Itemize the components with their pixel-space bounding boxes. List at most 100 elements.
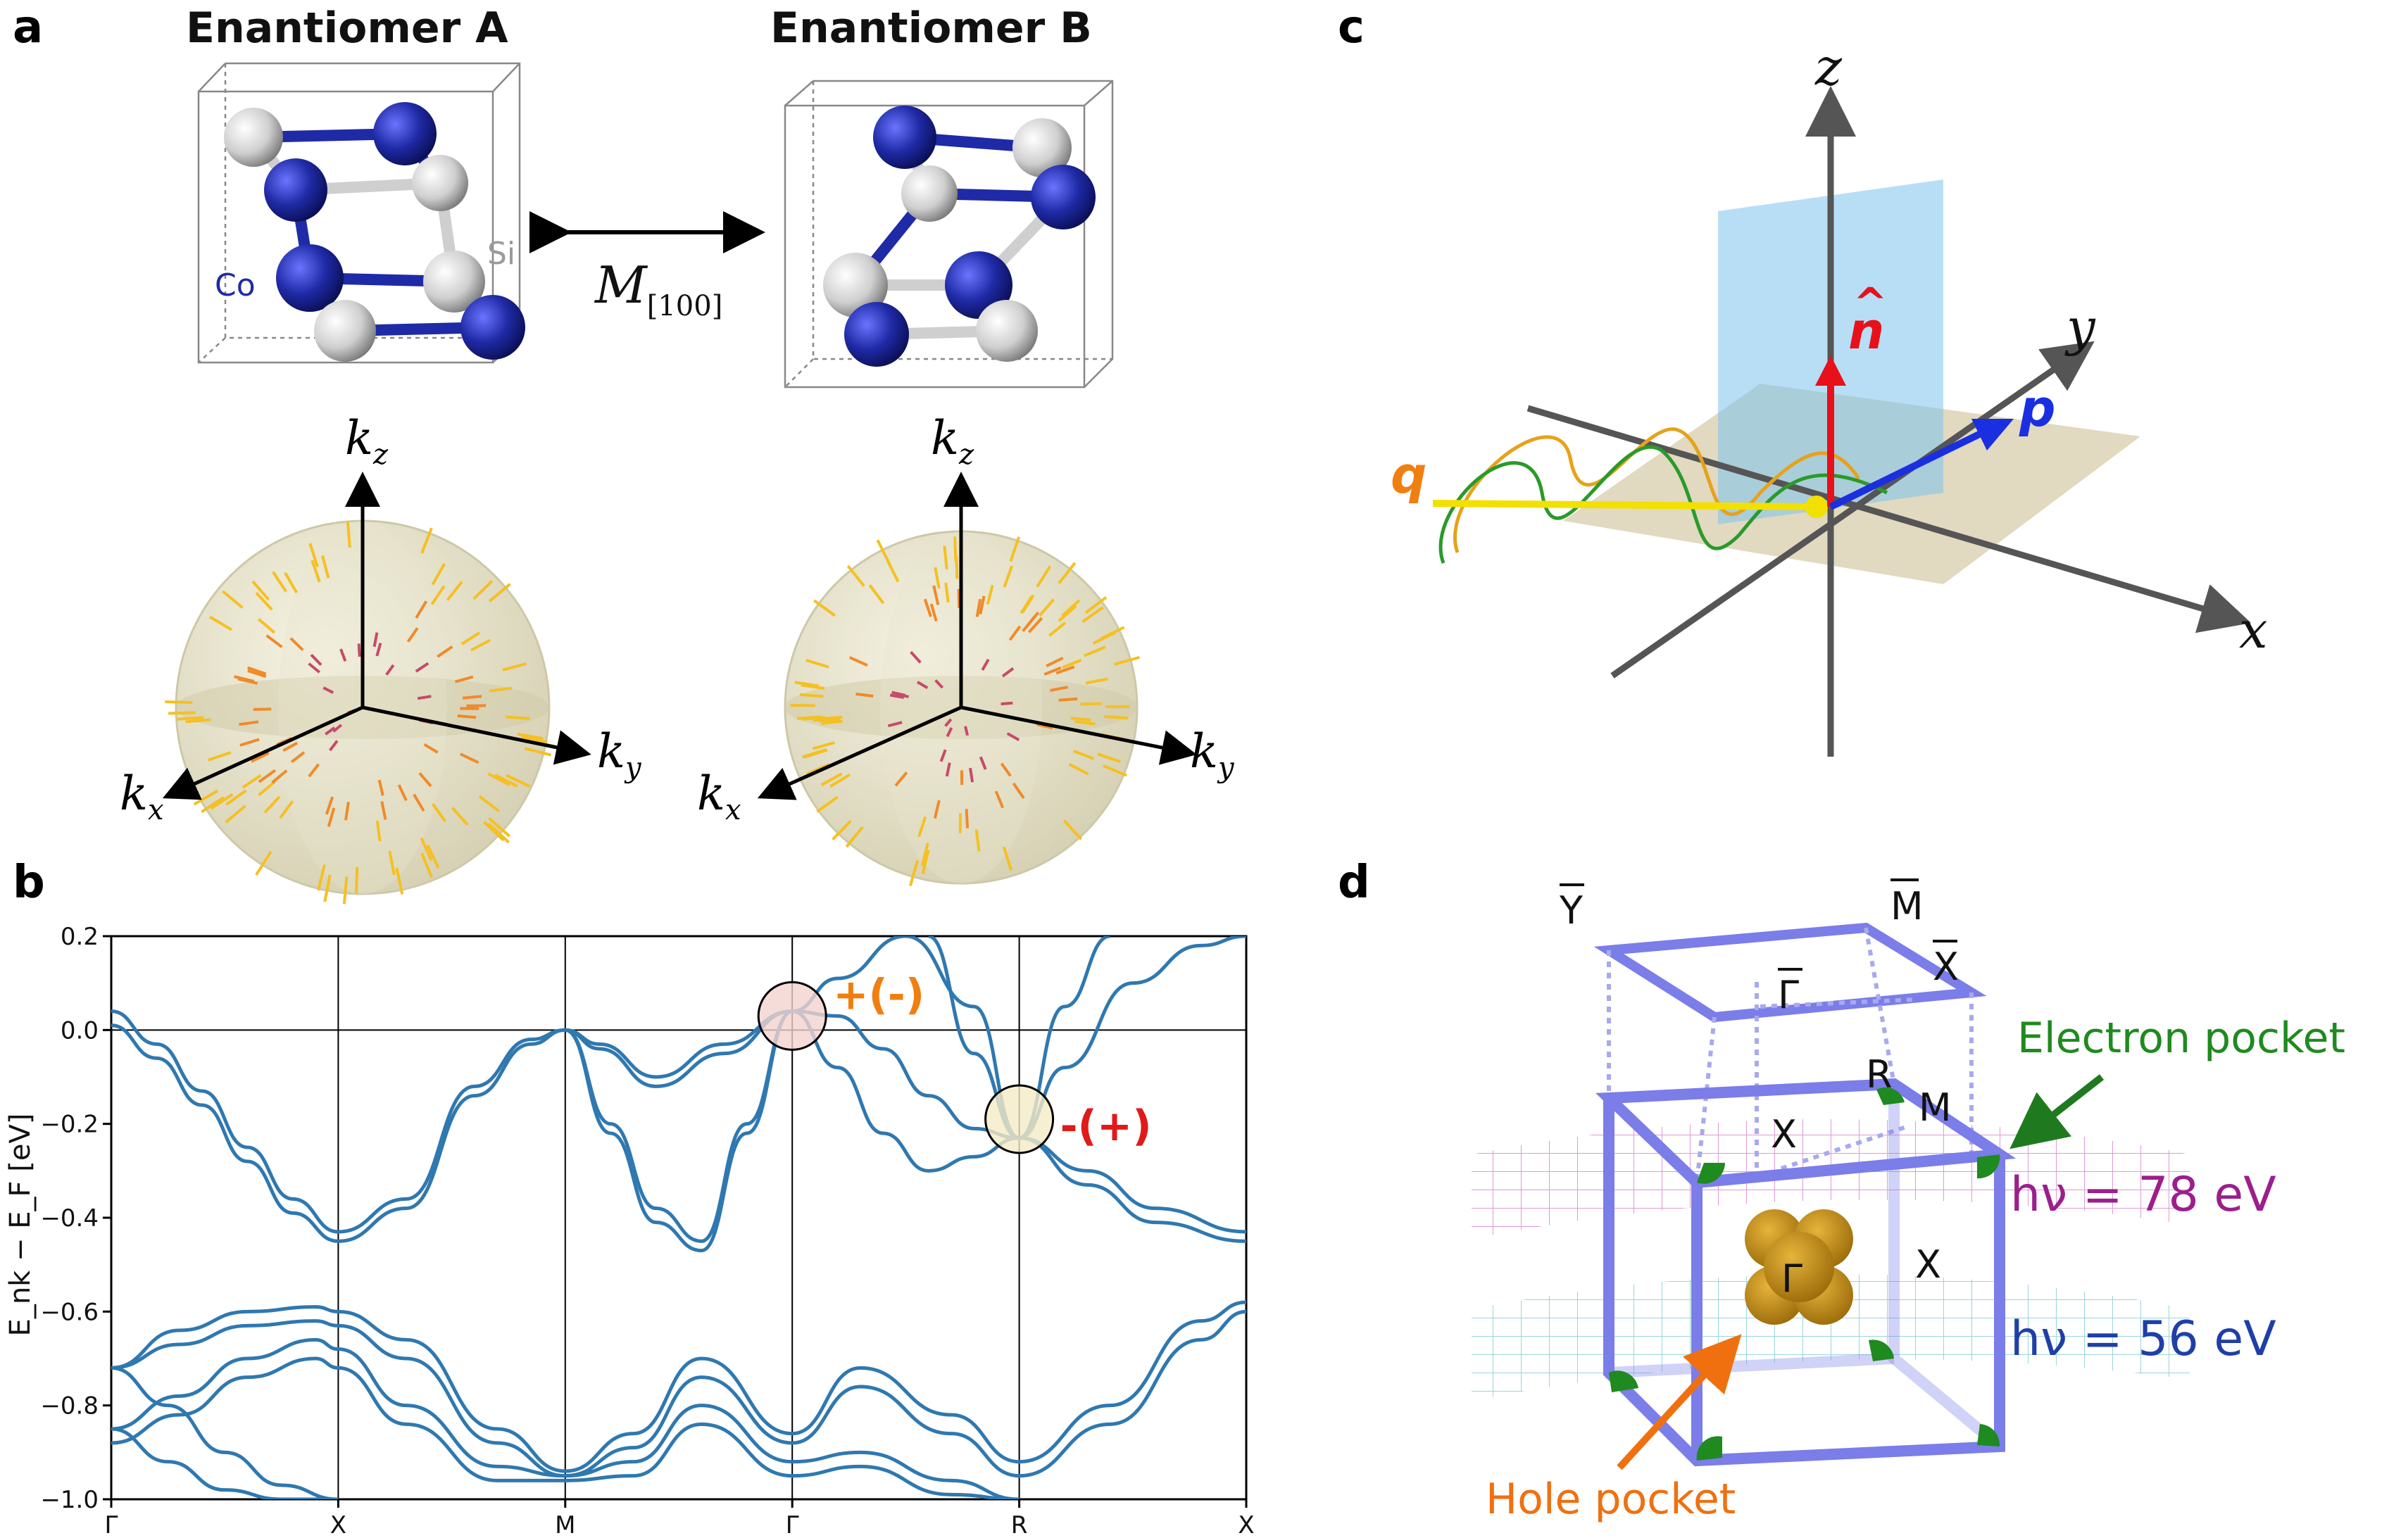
berry-curvature-arrow	[420, 837, 433, 861]
berry-curvature-arrow	[239, 738, 260, 747]
enantiomer-b-title: Enantiomer B	[770, 4, 1092, 53]
berry-curvature-arrow	[339, 648, 347, 662]
berry-curvature-arrow	[201, 795, 225, 814]
berry-curvature-arrow	[1084, 595, 1108, 614]
band-line	[111, 1356, 1020, 1499]
crossing-circle	[757, 981, 827, 1051]
berry-curvature-arrow	[910, 650, 922, 664]
panel-label-b: b	[13, 857, 45, 909]
berry-curvature-arrow	[934, 567, 941, 589]
band-line	[565, 1009, 793, 1253]
berry-curvature-arrow	[208, 615, 232, 631]
berry-curvature-arrow	[804, 748, 828, 759]
berry-curvature-arrow	[284, 572, 299, 593]
berry-curvature-arrow	[1058, 605, 1077, 622]
enantiomer-a-title: Enantiomer A	[186, 4, 508, 53]
berry-curvature-arrow	[420, 527, 433, 554]
berry-curvature-arrow	[193, 789, 219, 806]
berry-curvature-arrow	[1027, 617, 1043, 634]
berry-curvature-arrow	[494, 774, 518, 788]
berry-curvature-arrow	[308, 662, 320, 674]
berry-curvature-arrow	[975, 598, 982, 617]
berry-curvature-arrow	[1009, 536, 1021, 562]
berry-curvature-arrow	[388, 850, 396, 876]
band-line	[791, 936, 1111, 1140]
ky-label-b: ky	[1190, 724, 1235, 784]
berry-curvature-arrow	[1074, 719, 1096, 726]
berry-curvature-arrow	[325, 726, 336, 736]
surface-56ev	[1472, 1274, 2190, 1401]
y-axis-label-c: y	[2064, 298, 2096, 357]
band-line	[111, 1366, 339, 1499]
hole-pocket-label: Hole pocket	[1486, 1475, 1736, 1524]
band-line	[111, 1300, 1246, 1473]
berry-curvature-arrow	[242, 774, 262, 789]
berry-curvature-arrow	[1072, 750, 1094, 760]
berry-curvature-arrow	[225, 805, 246, 824]
berry-curvature-arrow	[805, 659, 829, 669]
berry-curvature-arrow	[225, 789, 247, 806]
berry-curvature-arrow	[460, 752, 479, 764]
band-line	[111, 1309, 1246, 1478]
berry-curvature-arrow	[917, 816, 927, 838]
panel-a: Enantiomer A Enantiomer B	[120, 4, 1235, 904]
x-tick-label: Γ	[786, 1511, 799, 1538]
berry-curvature-arrow	[380, 801, 387, 820]
berry-curvature-arrow	[944, 718, 953, 727]
berry-curvature-arrow	[355, 866, 359, 894]
berry-curvature-arrow	[1008, 625, 1022, 641]
sphere-b: kz ky kx	[697, 411, 1235, 886]
berry-curvature-arrow	[846, 565, 865, 587]
berry-curvature-arrow	[994, 790, 1005, 809]
n-vector-head	[1815, 355, 1846, 386]
berry-curvature-arrow	[413, 793, 425, 812]
berry-arrows-b	[790, 536, 1141, 886]
x-tick-label: Γ	[105, 1511, 118, 1538]
berry-curvature-arrow	[317, 864, 326, 891]
surface-78ev	[1472, 1119, 2190, 1239]
berry-curvature-arrow	[1055, 665, 1075, 675]
label-r: R	[1866, 1052, 1893, 1097]
berry-curvature-arrow	[1080, 702, 1102, 706]
energy-56-label: hν = 56 eV	[2010, 1311, 2276, 1367]
berry-curvature-arrow	[346, 521, 351, 548]
berry-curvature-arrow	[332, 724, 343, 733]
berry-curvature-arrow	[1068, 762, 1089, 776]
berry-curvature-arrow	[289, 637, 304, 651]
z-axis-label: z	[1814, 37, 1843, 96]
berry-curvature-arrow	[943, 546, 948, 569]
band-line	[791, 1009, 1246, 1243]
berry-curvature-arrow	[1070, 717, 1091, 722]
berry-curvature-arrow	[1043, 666, 1062, 676]
berry-curvature-arrow	[462, 695, 482, 700]
berry-curvature-arrow	[271, 769, 288, 784]
band-line	[111, 1009, 793, 1243]
crossing-circle	[984, 1084, 1055, 1154]
berry-curvature-arrow	[489, 686, 513, 693]
berry-curvature-arrow	[805, 763, 830, 776]
berry-curvature-arrow	[887, 721, 903, 728]
y-tick-label: 0.2	[61, 923, 99, 951]
berry-curvature-arrow	[323, 874, 332, 902]
berry-curvature-arrow	[415, 600, 428, 619]
berry-curvature-arrow	[247, 669, 267, 679]
berry-curvature-arrow	[832, 819, 852, 841]
berry-curvature-arrow	[406, 627, 419, 643]
berry-curvature-arrow	[1085, 677, 1108, 685]
berry-curvature-arrow	[894, 771, 908, 787]
sphere-a: kz ky kx	[120, 411, 642, 904]
hole-pocket	[1745, 1209, 1853, 1325]
berry-curvature-arrow	[265, 634, 283, 648]
kz-label-a: kz	[345, 411, 389, 471]
label-gamma: Γ	[1781, 1256, 1802, 1301]
band-lines	[111, 936, 1246, 1499]
x-tick-label: X	[1238, 1511, 1254, 1538]
berry-curvature-arrow	[796, 715, 822, 720]
berry-curvature-arrow	[939, 749, 947, 762]
berry-curvature-arrow	[357, 643, 361, 657]
berry-curvature-arrow	[255, 850, 272, 876]
berry-curvature-arrow	[437, 645, 453, 658]
kz-label-b: kz	[931, 411, 974, 471]
berry-curvature-arrow	[932, 585, 940, 605]
